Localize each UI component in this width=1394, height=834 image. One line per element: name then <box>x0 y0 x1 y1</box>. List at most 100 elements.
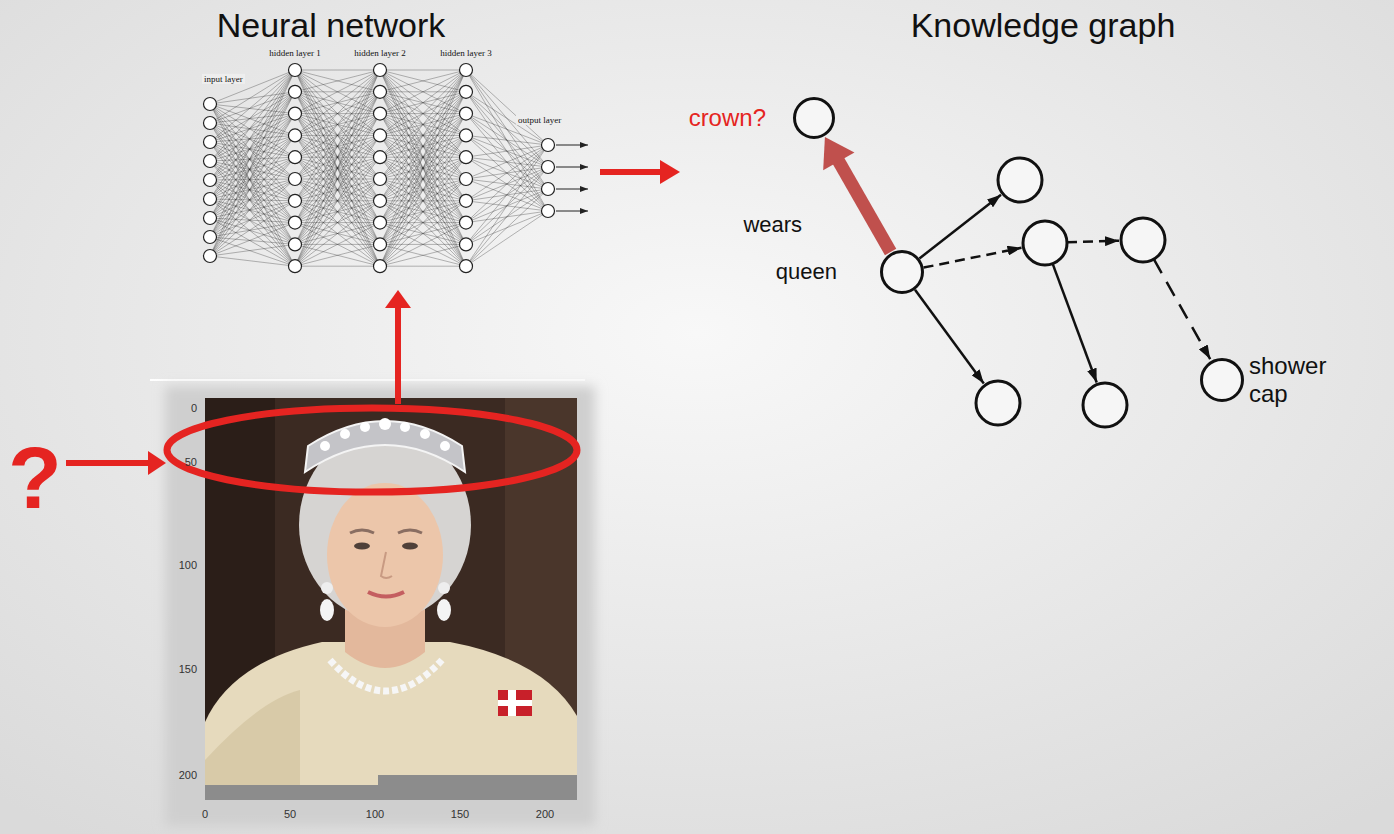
graph-node: crown? <box>793 97 835 139</box>
network-neuron <box>460 64 473 77</box>
network-neuron <box>374 151 387 164</box>
network-weight <box>380 70 466 201</box>
network-weight <box>295 201 380 266</box>
network-weight <box>380 223 466 267</box>
network-weight <box>295 157 380 266</box>
axis-tick: 200 <box>536 808 554 821</box>
dress-shade <box>205 690 300 800</box>
network-weight <box>295 179 380 266</box>
network-weight <box>210 114 295 237</box>
network-neuron <box>204 231 217 244</box>
earring <box>438 582 450 594</box>
network-weight <box>380 70 466 135</box>
network-neuron <box>374 238 387 251</box>
network-weight <box>295 92 380 266</box>
network-weight <box>295 70 380 179</box>
network-weight <box>210 135 295 256</box>
axis-tick: 0 <box>191 402 197 415</box>
axis-tick: 50 <box>185 456 197 469</box>
network-weight <box>466 145 548 201</box>
network-weight <box>380 70 466 244</box>
highlight-ellipse <box>167 408 577 492</box>
network-weight <box>466 92 548 189</box>
network-output-arrow <box>556 189 588 190</box>
network-weight <box>295 157 380 266</box>
eyebrow <box>398 530 422 533</box>
network-neuron <box>289 194 302 207</box>
network-output-arrow <box>556 167 588 168</box>
network-neuron <box>204 98 217 111</box>
network-neuron <box>289 151 302 164</box>
node-label: queen <box>776 259 837 284</box>
neural-network-figure <box>204 64 589 273</box>
network-weight <box>380 70 466 179</box>
network-weight <box>380 70 466 223</box>
panel-heading: Neural network <box>217 6 446 45</box>
network-weight <box>466 92 548 211</box>
network-weight <box>295 223 380 267</box>
network-weight <box>210 244 295 256</box>
network-weight <box>295 70 380 71</box>
network-weight <box>380 114 466 267</box>
network-weight <box>380 92 466 266</box>
network-weight <box>210 135 295 218</box>
eyebrow <box>350 530 374 533</box>
network-neuron <box>204 117 217 130</box>
network-neuron <box>542 139 555 152</box>
red-arrow <box>66 460 150 466</box>
network-weight <box>210 223 295 256</box>
graph-link-dashed <box>1154 259 1210 359</box>
graph-links <box>915 195 1210 384</box>
graph-circle <box>1083 383 1127 427</box>
network-neuron <box>374 129 387 142</box>
network-weight <box>210 201 295 256</box>
network-weight <box>210 104 295 266</box>
network-weight <box>295 70 380 223</box>
edge-label: wears <box>743 212 802 237</box>
network-weight <box>210 114 295 218</box>
queen-photo <box>205 398 577 800</box>
network-weight <box>466 145 548 223</box>
network-weight <box>466 135 548 189</box>
network-weight <box>295 92 380 266</box>
earring <box>321 582 333 594</box>
network-weight <box>295 70 380 92</box>
network-weight <box>380 70 466 266</box>
network-weight <box>380 223 466 267</box>
network-weight <box>210 114 295 180</box>
network-neuron <box>460 194 473 207</box>
network-weight <box>380 244 466 266</box>
network-weight <box>295 70 380 135</box>
network-weight <box>466 135 548 211</box>
network-neuron <box>542 161 555 174</box>
face <box>327 483 443 627</box>
axis-tick: 100 <box>366 808 384 821</box>
network-weight <box>295 70 380 114</box>
network-neuron <box>204 136 217 149</box>
network-neuron <box>460 238 473 251</box>
network-neuron <box>374 260 387 273</box>
network-weight <box>295 201 380 266</box>
network-weight <box>295 70 380 179</box>
network-weight <box>380 179 466 266</box>
axis-tick: 0 <box>202 808 208 821</box>
network-weight <box>466 70 548 211</box>
network-weight <box>210 114 295 142</box>
network-weight <box>210 256 295 266</box>
network-weight <box>295 70 380 157</box>
network-neuron <box>374 64 387 77</box>
network-weight <box>295 70 380 244</box>
network-weight <box>295 114 380 267</box>
layer-label: hidden layer 2 <box>354 48 405 58</box>
network-weight <box>295 244 380 266</box>
network-neuron <box>204 193 217 206</box>
network-weight <box>295 70 380 114</box>
axis-tick: 200 <box>179 769 197 782</box>
relation-arrow <box>823 137 890 252</box>
network-neuron <box>460 216 473 229</box>
brooch <box>498 690 532 716</box>
network-weight <box>466 70 548 145</box>
network-neuron <box>374 216 387 229</box>
separator-line <box>150 379 585 381</box>
network-neuron <box>204 174 217 187</box>
